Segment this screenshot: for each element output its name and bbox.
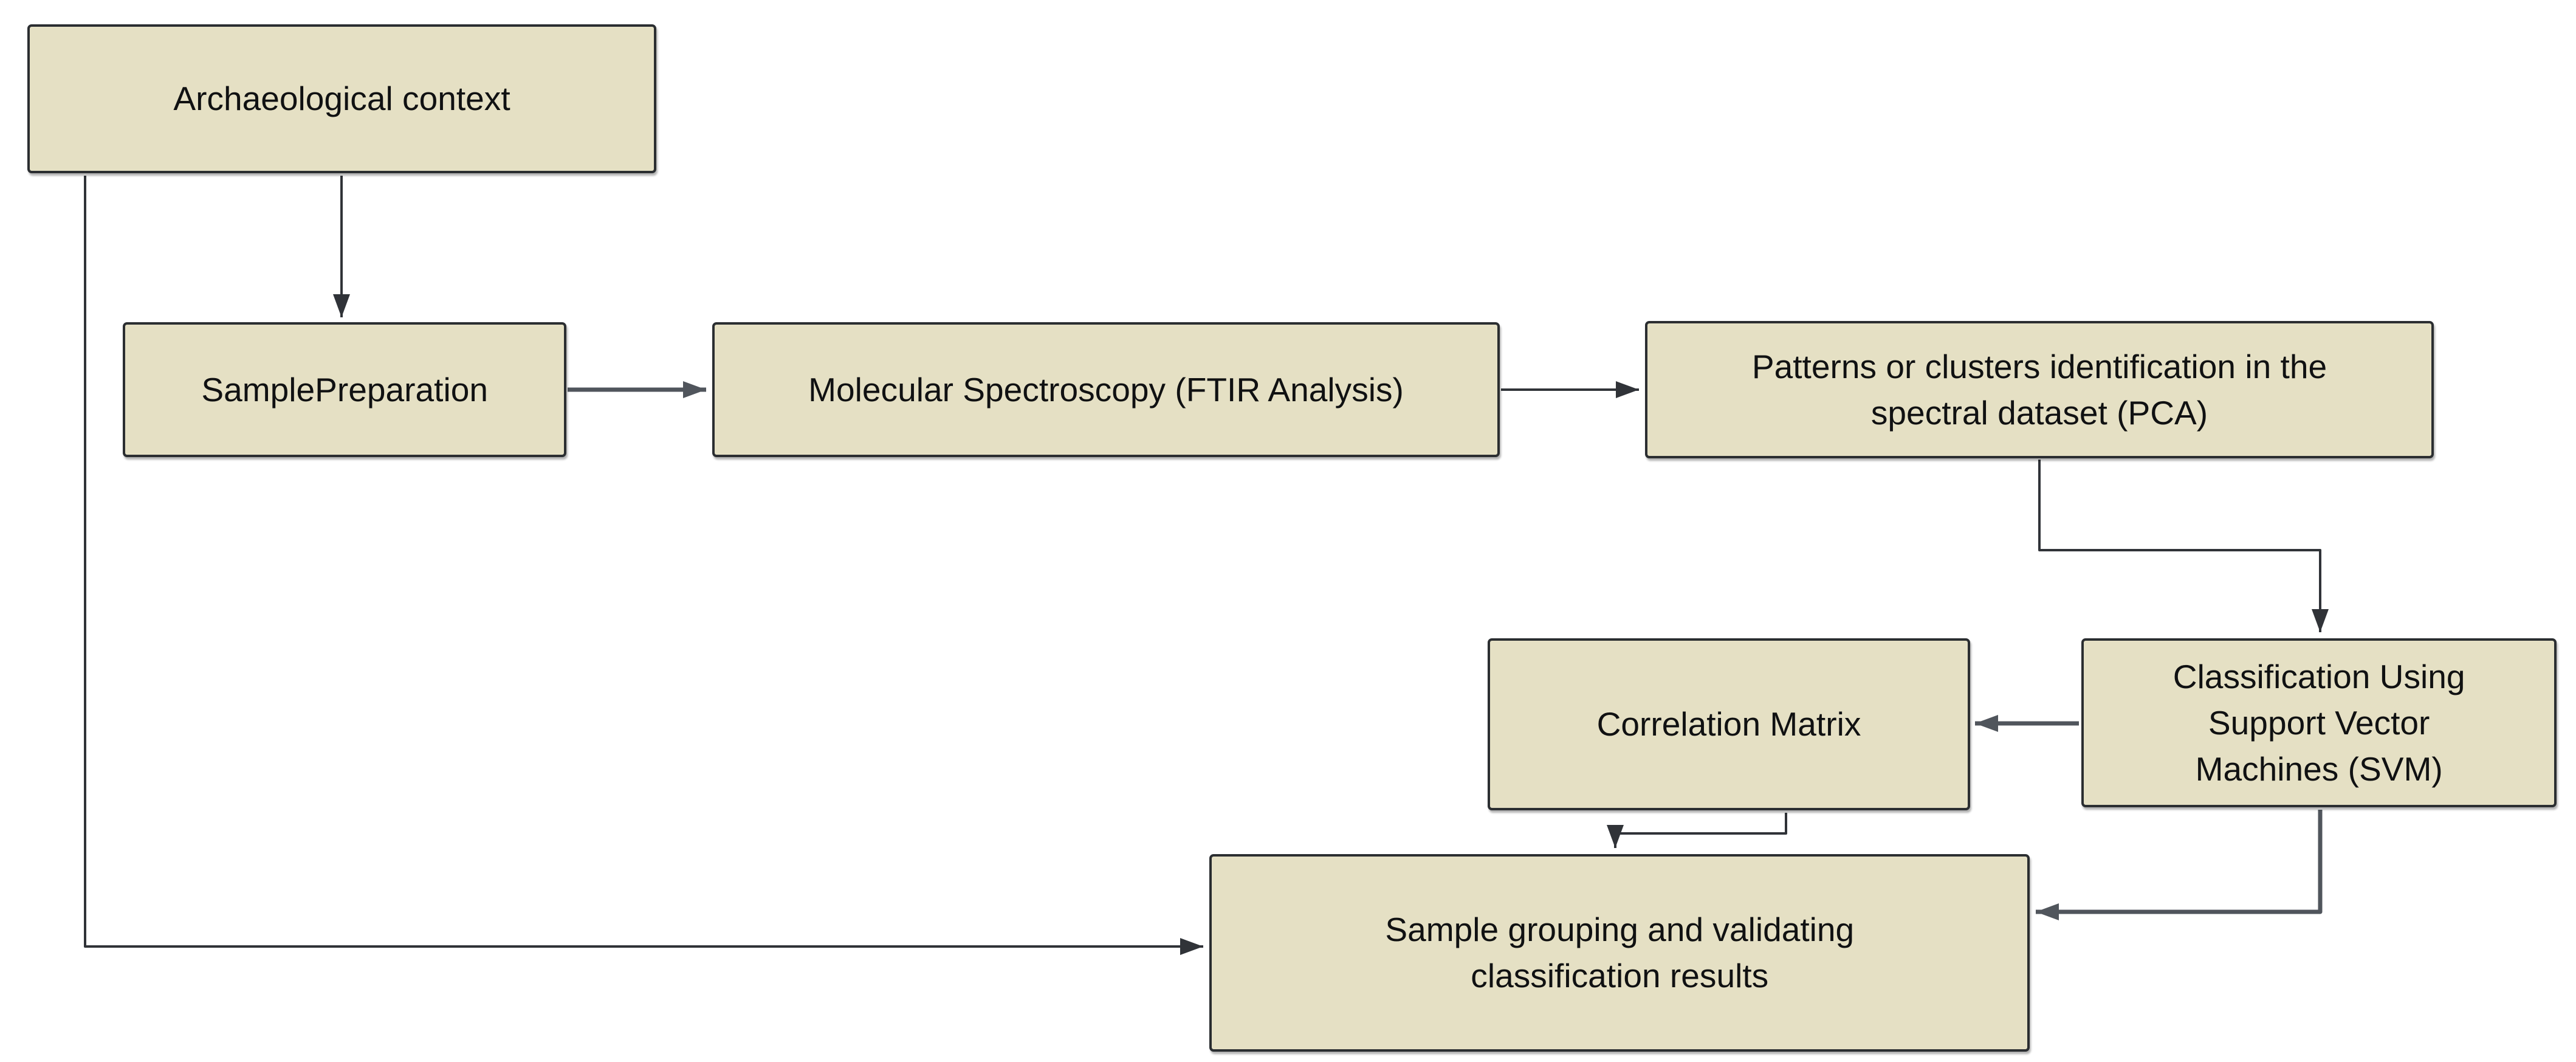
node-pca: Patterns or clusters identification in t… <box>1645 320 2434 458</box>
node-label: Archaeological context <box>173 80 510 118</box>
node-archaeological-context: Archaeological context <box>27 24 657 173</box>
node-molecular-spectroscopy: Molecular Spectroscopy (FTIR Analysis) <box>712 322 1500 458</box>
node-label: SamplePreparation <box>201 371 488 409</box>
node-sample-preparation: SamplePreparation <box>123 322 567 458</box>
node-label: Molecular Spectroscopy (FTIR Analysis) <box>808 371 1404 409</box>
edge-correlation-to-grouping <box>1607 813 1787 848</box>
node-label: Sample grouping and validating classific… <box>1385 911 1855 995</box>
node-label: Correlation Matrix <box>1596 705 1861 743</box>
node-correlation-matrix: Correlation Matrix <box>1488 638 1970 810</box>
edge-pca-to-svm <box>2038 460 2329 632</box>
edge-context-to-grouping <box>84 176 1203 955</box>
node-sample-grouping: Sample grouping and validating classific… <box>1209 853 2030 1052</box>
node-label: Patterns or clusters identification in t… <box>1751 347 2327 432</box>
node-label: Classification Using Support Vector Mach… <box>2172 657 2465 788</box>
node-svm: Classification Using Support Vector Mach… <box>2081 638 2557 807</box>
edge-svm-to-grouping <box>2036 810 2323 920</box>
